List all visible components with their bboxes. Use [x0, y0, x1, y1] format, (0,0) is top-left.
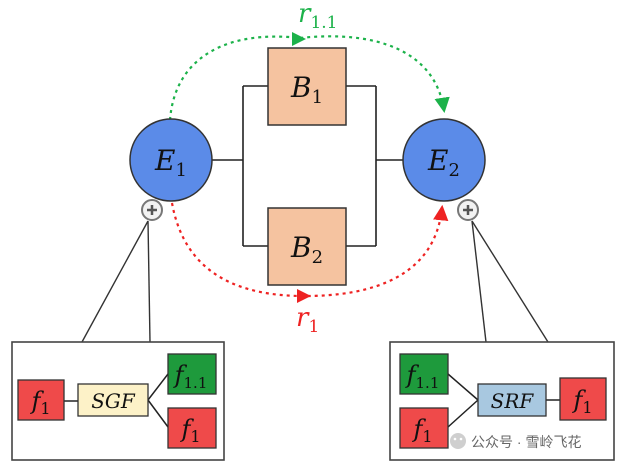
left-input-box: [17, 379, 65, 421]
node-e2-label: E2: [427, 144, 460, 181]
watermark-text: 公众号 · 雪岭飞花: [471, 434, 581, 450]
green-link-midarrow: [292, 32, 306, 46]
left-panel: f1 SGF f1.1 f1: [11, 341, 225, 461]
right-op-box: [477, 383, 547, 417]
left-op-label: SGF: [91, 389, 136, 413]
red-link-label: r1: [296, 303, 319, 337]
node-b2-box: [267, 207, 347, 286]
node-e2-circle: [402, 118, 486, 202]
left-out-top-box: [167, 353, 217, 395]
zoom-plus-icon-left: [141, 199, 163, 221]
node-b2-label: B2: [290, 231, 323, 268]
right-output-box: [559, 377, 607, 421]
right-op-label: SRF: [491, 389, 535, 413]
bus-wires: [212, 85, 403, 247]
right-in-bottom-box: [399, 407, 449, 449]
right-panel: f1.1 f1 SRF f1: [389, 341, 615, 461]
green-link-path: [168, 35, 450, 121]
left-op-box: [77, 383, 149, 417]
node-b1-box: [267, 47, 347, 126]
node-e1-label: E1: [154, 144, 187, 181]
right-in-top-box: [399, 353, 449, 395]
red-link-midarrow: [297, 289, 311, 303]
left-out-bottom-box: [167, 407, 217, 449]
zoom-plus-icon-right: [457, 199, 479, 221]
callout-lines-left: [81, 220, 151, 343]
watermark: 公众号 · 雪岭飞花: [450, 433, 581, 450]
node-b1-label: B1: [290, 71, 323, 108]
node-e1-circle: [129, 118, 213, 202]
callout-lines-right: [471, 220, 549, 343]
wechat-logo-icon: [450, 433, 466, 449]
green-link-label: r1.1: [298, 0, 337, 33]
